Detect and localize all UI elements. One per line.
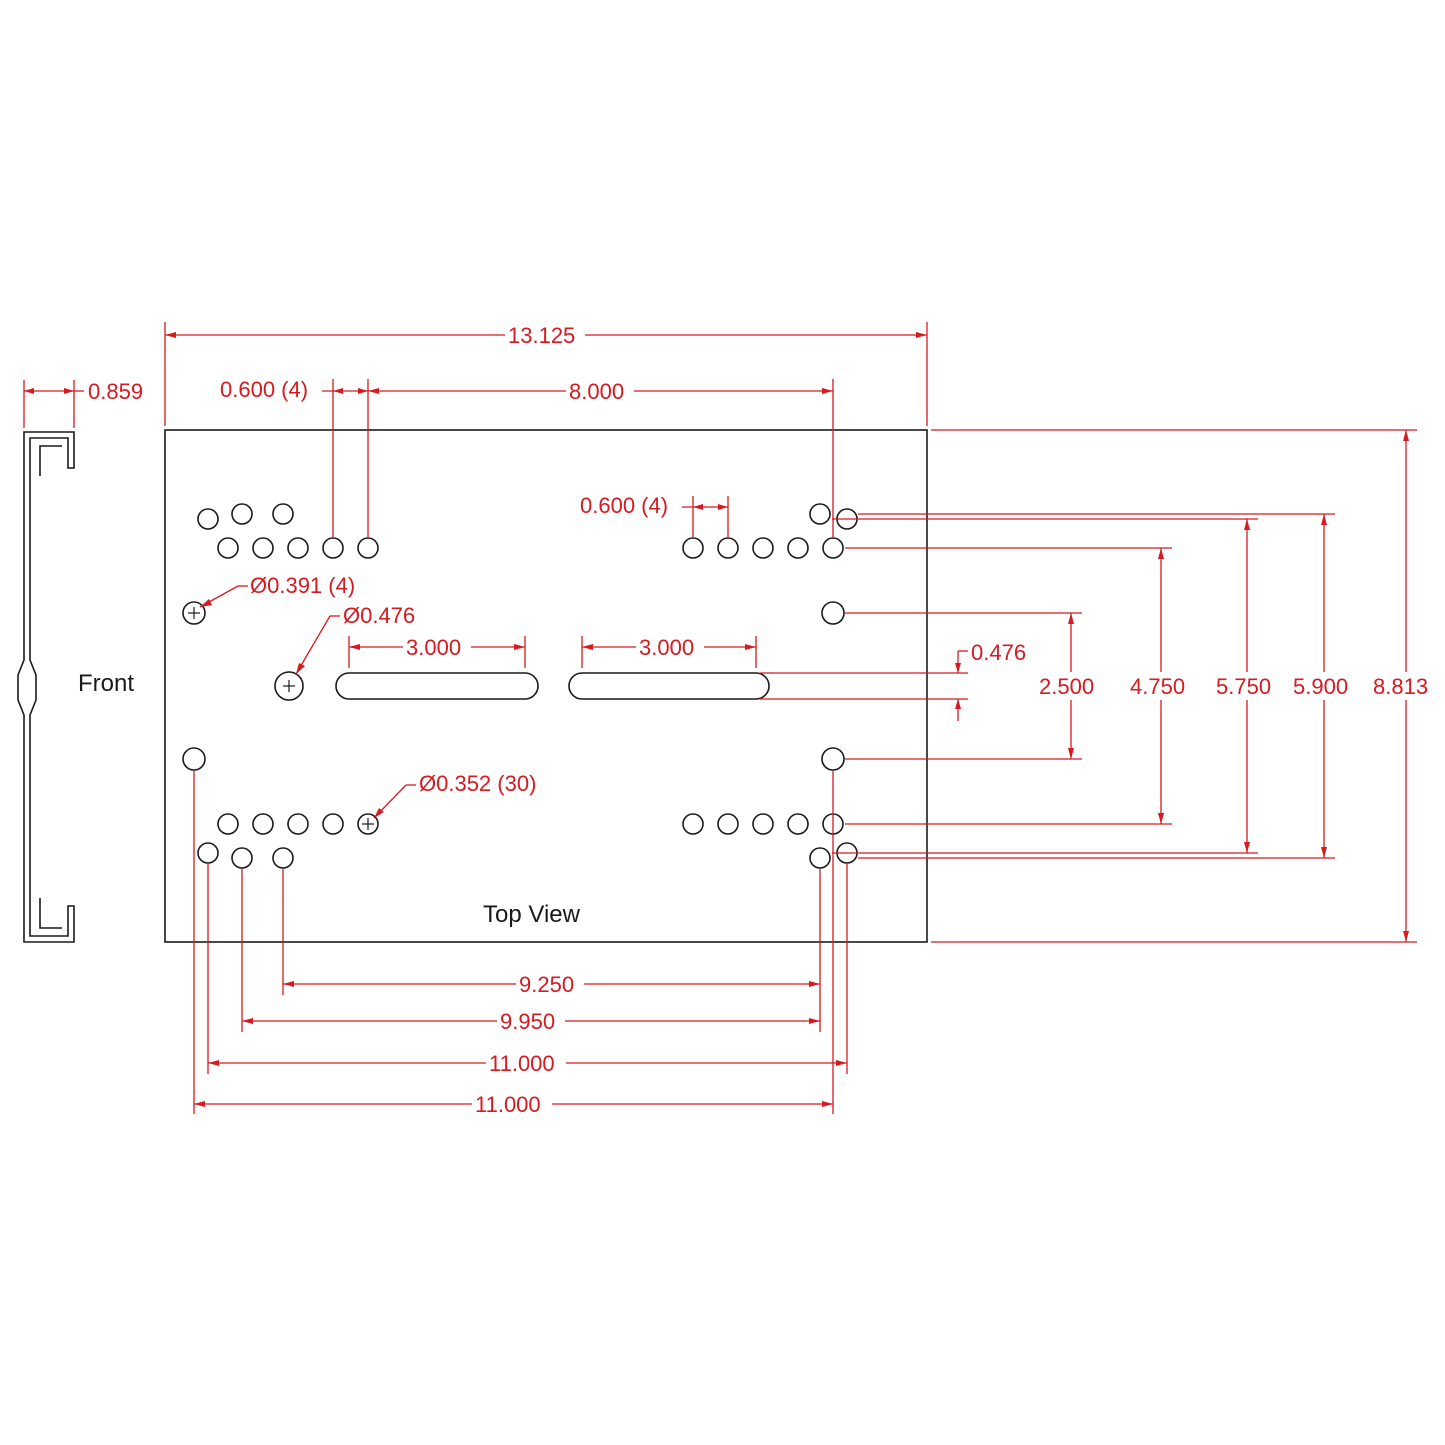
dim-pitch-top-right: 0.600 (4) (580, 493, 729, 537)
h-9250-value: 9.250 (519, 972, 574, 997)
dim-v-2500: 2.500 (845, 612, 1105, 760)
leader-dia-center: Ø0.476 (295, 603, 415, 675)
hole (217, 537, 239, 559)
slot-width-value: 0.476 (971, 640, 1026, 665)
hole-cluster-bottom-right (682, 813, 858, 869)
hole-cluster-top-left (197, 503, 379, 559)
hole (197, 842, 219, 864)
front-profile-bottom-lip (39, 898, 62, 929)
hole (787, 537, 809, 559)
overall-width-value: 13.125 (508, 323, 575, 348)
dim-h-11000-b: 11.000 (193, 771, 834, 1118)
hole (197, 508, 219, 530)
dim-slot-right-length: 3.000 (581, 634, 757, 668)
hole (682, 537, 704, 559)
hole (752, 813, 774, 835)
dim-overall-width: 13.125 (164, 320, 928, 426)
pitch-top-left-value: 0.600 (4) (220, 377, 308, 402)
corner-hole-top-left (182, 601, 206, 625)
h-9950-value: 9.950 (500, 1009, 555, 1034)
slot-right (568, 672, 770, 700)
plate-outline (164, 429, 928, 943)
hole (252, 813, 274, 835)
corner-hole-bottom-left (182, 747, 206, 771)
dim-hole-span-top: 8.000 (368, 378, 834, 537)
leader-dia-corner: Ø0.391 (4) (199, 573, 355, 608)
dim-h-9250: 9.250 (282, 869, 821, 1032)
hole-cluster-bottom-left (197, 813, 379, 869)
v-5900-value: 5.900 (1293, 674, 1348, 699)
top-view-label: Top View (483, 901, 581, 928)
dim-h-11000-a: 11.000 (207, 864, 848, 1077)
dim-slot-left-length: 3.000 (348, 634, 526, 668)
slot-right-length-value: 3.000 (639, 635, 694, 660)
pitch-top-right-value: 0.600 (4) (580, 493, 668, 518)
front-label: Front (78, 670, 134, 697)
v-4750-value: 4.750 (1130, 674, 1185, 699)
front-profile-outer (17, 431, 75, 943)
center-hole-circle (274, 671, 304, 701)
corner-hole-top-right (821, 601, 845, 625)
hole (752, 537, 774, 559)
dim-v-4750: 4.750 (845, 547, 1195, 825)
v-8813-value: 8.813 (1373, 674, 1428, 699)
hole (287, 537, 309, 559)
center-hole (274, 671, 304, 701)
hole (357, 537, 379, 559)
dim-v-8813: 8.813 (931, 429, 1438, 943)
slot-left (335, 672, 539, 700)
hole (822, 537, 844, 559)
hole (809, 847, 831, 869)
leader-dia-small: Ø0.352 (30) (373, 771, 536, 819)
v-5750-value: 5.750 (1216, 674, 1271, 699)
dia-center-value: Ø0.476 (343, 603, 415, 628)
hole (231, 503, 253, 525)
dim-slot-width: 0.476 (760, 640, 1026, 721)
corner-hole-bottom-right (821, 747, 845, 771)
dim-pitch-top-left: 0.600 (4) (220, 377, 369, 537)
dia-small-value: Ø0.352 (30) (419, 771, 536, 796)
hole (231, 847, 253, 869)
hole (272, 847, 294, 869)
hole (787, 813, 809, 835)
hole (252, 537, 274, 559)
hole (322, 813, 344, 835)
hole (682, 813, 704, 835)
dim-v-5900: 5.900 (858, 513, 1358, 859)
h-11000-a-value: 11.000 (489, 1051, 555, 1076)
profile-depth-value: 0.859 (88, 379, 143, 404)
hole (272, 503, 294, 525)
hole (322, 537, 344, 559)
front-profile-top-lip (39, 445, 62, 476)
hole (357, 813, 379, 835)
v-2500-value: 2.500 (1039, 674, 1094, 699)
hole-cluster-top-right (682, 503, 858, 559)
dim-profile-depth: 0.859 (23, 379, 143, 428)
dim-h-9950: 9.950 (241, 869, 820, 1035)
hole (717, 813, 739, 835)
front-profile-view: Front (17, 431, 134, 943)
slot-left-length-value: 3.000 (406, 635, 461, 660)
top-view: Top View (164, 429, 928, 943)
hole (717, 537, 739, 559)
h-11000-b-value: 11.000 (475, 1092, 541, 1117)
corner-holes (182, 601, 845, 771)
hole (287, 813, 309, 835)
hole (217, 813, 239, 835)
dia-corner-value: Ø0.391 (4) (250, 573, 355, 598)
hole-span-top-value: 8.000 (569, 379, 624, 404)
hole (809, 503, 831, 525)
dim-v-5750: 5.750 (832, 518, 1281, 854)
